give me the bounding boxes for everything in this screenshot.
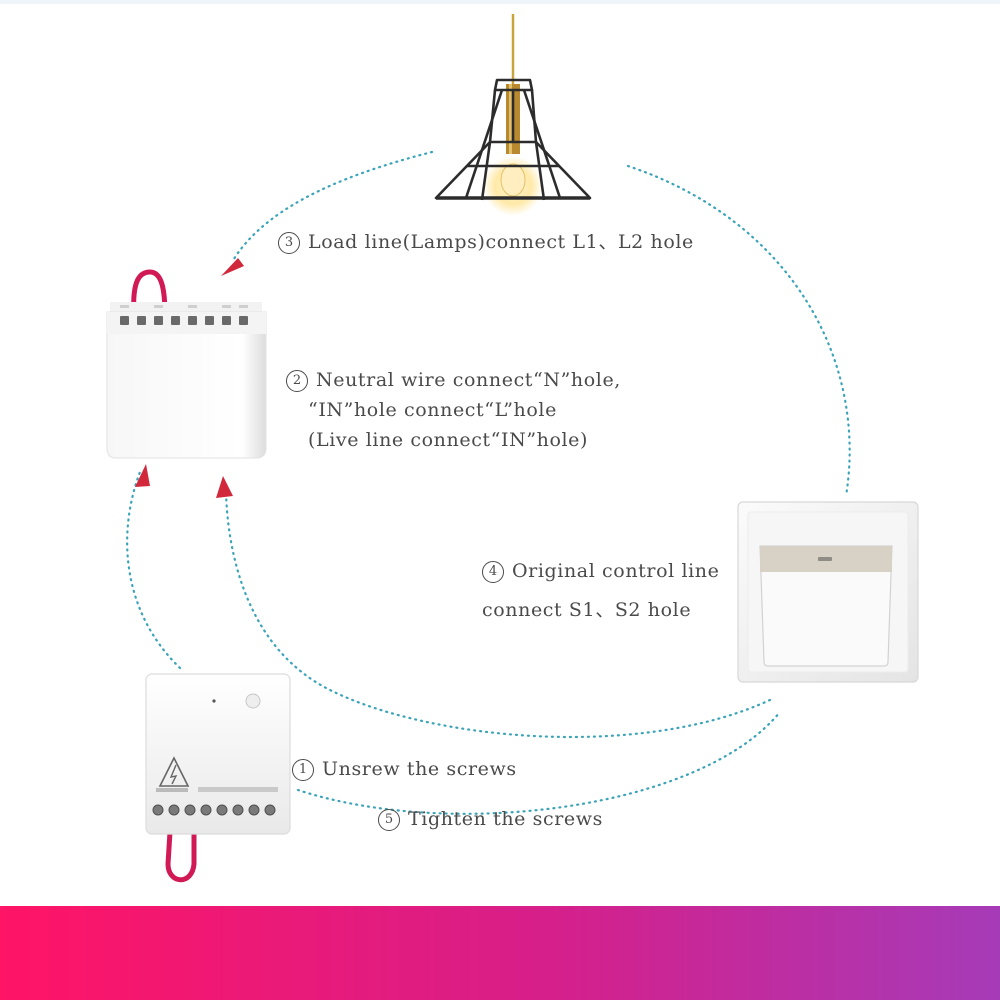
- step-4-number: 4: [482, 561, 504, 583]
- step-1-label: 1 Unsrew the screws: [292, 754, 517, 784]
- step-1-text: Unsrew the screws: [322, 758, 517, 780]
- path-lamp-to-module: [230, 150, 434, 264]
- arrow-into-module-bottom-left: [135, 464, 150, 487]
- step-2-line-2: “IN”hole connect“L”hole: [308, 399, 557, 421]
- bottom-color-band: [0, 906, 1000, 1000]
- arrow-into-module-top: [221, 258, 244, 276]
- dotted-flow-paths: [126, 150, 851, 815]
- step-5-number: 5: [378, 809, 400, 831]
- step-2-label: 2 Neutral wire connect“N”hole, “IN”hole c…: [286, 365, 621, 455]
- wall-switch-icon: [737, 501, 919, 683]
- step-2-number: 2: [286, 370, 308, 392]
- step-4-label: 4 Original control line connect S1、S2 hol…: [482, 556, 719, 625]
- step-2-line-1: Neutral wire connect“N”hole,: [316, 369, 621, 391]
- step-2-line-3: (Live line connect“IN”hole): [308, 429, 589, 451]
- red-jumper-wire: [131, 269, 168, 319]
- arrow-into-module-bottom-right: [216, 476, 233, 498]
- arrowheads: [135, 258, 244, 498]
- reset-button: [245, 693, 261, 709]
- step-3-label: 3 Load line(Lamps)connect L1、L2 hole: [278, 227, 694, 257]
- rocker-button: [759, 545, 893, 667]
- top-edge: [0, 0, 1000, 4]
- path-lamp-to-switch: [626, 164, 851, 498]
- screw-terminals: [152, 804, 276, 816]
- pendant-lamp-icon: [434, 14, 592, 216]
- relay-module-back-icon: [145, 673, 291, 883]
- step-5-label: 5 Tighten the screws: [378, 804, 603, 834]
- path-back-to-switch: [296, 710, 782, 815]
- high-voltage-warning-icon: [158, 756, 190, 787]
- step-3-number: 3: [278, 232, 300, 254]
- terminal-row: [120, 316, 248, 325]
- step-5-text: Tighten the screws: [408, 808, 603, 830]
- step-4-line-2: connect S1、S2 hole: [482, 599, 692, 621]
- step-1-number: 1: [292, 759, 314, 781]
- step-4-line-1: Original control line: [512, 560, 720, 582]
- step-3-text: Load line(Lamps)connect L1、L2 hole: [308, 231, 694, 253]
- red-wire-loop: [165, 829, 197, 883]
- path-switch-to-module: [224, 490, 772, 739]
- path-back-to-module: [126, 470, 182, 670]
- relay-module-icon: [106, 269, 267, 459]
